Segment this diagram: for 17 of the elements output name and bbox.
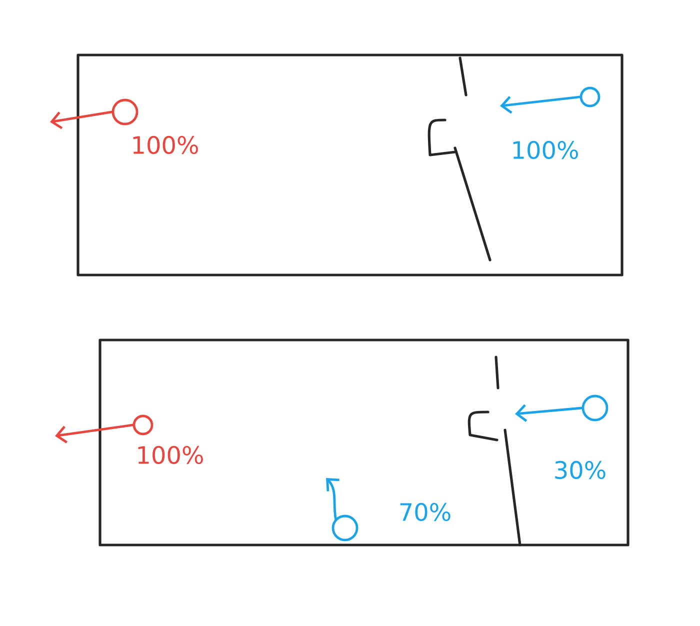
room-outline xyxy=(76,54,624,276)
source-circle xyxy=(332,514,358,542)
arrow xyxy=(326,478,340,520)
arrow xyxy=(55,424,134,444)
arrow xyxy=(50,110,113,130)
percentage-label: 70% xyxy=(400,502,450,522)
source-circle xyxy=(132,414,154,436)
room-outline xyxy=(98,338,630,546)
arrow xyxy=(500,96,581,114)
percentage-label: 100% xyxy=(513,140,578,160)
source-circle xyxy=(580,86,600,108)
source-circle xyxy=(112,98,138,126)
percentage-label: 30% xyxy=(555,460,606,480)
percentage-label: 100% xyxy=(138,446,203,464)
arrow xyxy=(515,404,583,422)
source-circle xyxy=(582,394,608,422)
percentage-label: 100% xyxy=(133,136,198,154)
